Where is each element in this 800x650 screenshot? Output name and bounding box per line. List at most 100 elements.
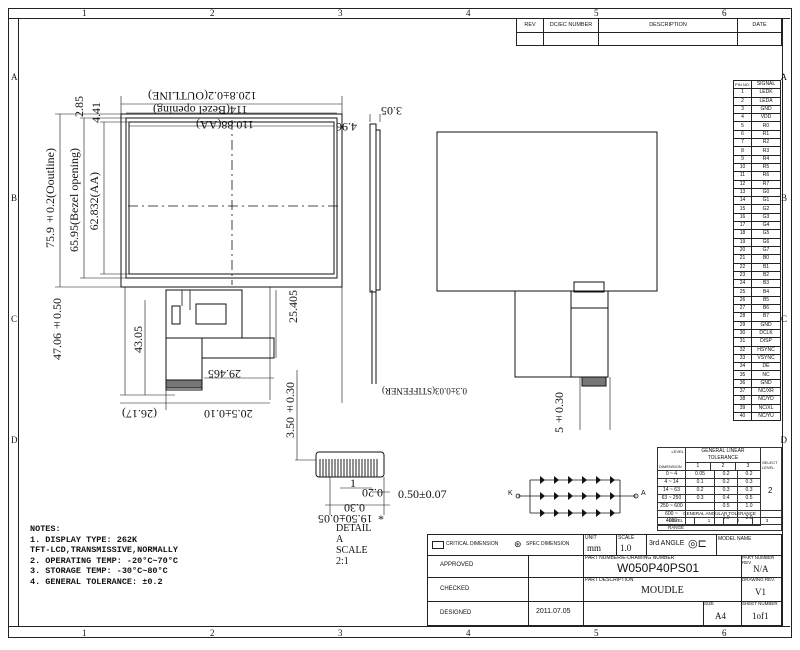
pin-number: 4 — [733, 113, 752, 123]
tolerance-range: 0 ~ 4 — [657, 470, 686, 479]
critical-dimension-icon — [432, 541, 444, 549]
drawing-rev: V1 — [755, 587, 766, 597]
pin-signal: G4 — [751, 221, 781, 231]
tolerance-range: 63 ~ 250 — [657, 494, 686, 503]
pin-number: 27 — [733, 303, 752, 314]
projection-label: 3rd ANGLE — [649, 540, 685, 547]
bottom-left-dim: (26.17) — [122, 407, 157, 421]
model-name-label: MODEL NAME — [718, 536, 752, 542]
pin-signal: R7 — [751, 179, 781, 189]
detail-scale-value: 2:1 — [336, 556, 349, 567]
pin-signal: B1 — [751, 262, 781, 272]
detail-dim-350: 3.50±0.30 — [283, 382, 297, 438]
pin-number: 11 — [733, 171, 752, 181]
detail-dim-1: 1 — [350, 476, 356, 490]
drawing-rev-label: DRAWING REV. — [742, 577, 775, 582]
unit-value: mm — [587, 543, 602, 553]
pin-signal: LEDK — [751, 88, 781, 98]
scale-cell: SCALE 1.0 — [616, 535, 647, 556]
tolerance-value: 0.3 — [737, 486, 761, 495]
scale-label: SCALE — [618, 535, 635, 541]
size-cell: SIZE A4 — [703, 601, 742, 625]
column-number: 3 — [338, 8, 343, 18]
pin-number: 22 — [733, 262, 752, 272]
pin-signal: R5 — [751, 162, 781, 173]
column-number: 6 — [722, 628, 727, 638]
dimension-legend: CRITICAL DIMENSION ⊛ SPEC DIMENSION — [428, 535, 584, 556]
pin-signal: NC/YU — [751, 411, 781, 422]
pin-signal: GND — [751, 378, 781, 389]
detail-scale-label: SCALE — [336, 545, 368, 556]
tolerance-value: 0.3 — [684, 494, 716, 503]
pin-signal: R0 — [751, 121, 781, 131]
select-level-value: 2 — [768, 486, 773, 495]
pin-signal: G0 — [751, 187, 781, 198]
part-number-rev-cell: PART NUMBER REV N/A — [741, 555, 781, 578]
cathode-label: K — [508, 490, 513, 497]
bezel-height-dim: 65.95(Bezel opening) — [67, 148, 81, 252]
part-description-label: PART DESCRIPTION — [585, 577, 634, 583]
critical-dimension-label: CRITICAL DIMENSION — [446, 541, 499, 547]
module-outline — [120, 113, 343, 288]
tolerance-range: 14 ~ 63 — [657, 486, 686, 495]
pin-signal: B6 — [751, 303, 781, 314]
outline-width-dim: 120.8±0.2(OUTLINE) — [148, 89, 257, 103]
top-border-strip — [8, 18, 790, 19]
unit-label: UNIT — [585, 535, 597, 541]
pin-number: 18 — [733, 229, 752, 239]
notes-block: NOTES: 1. DISPLAY TYPE: 262K TFT-LCD,TRA… — [30, 524, 178, 587]
pin-number: 16 — [733, 212, 752, 223]
column-number: 5 — [594, 628, 599, 638]
angular-tolerance: GENERAL ANGULAR TOLERANCE LEVEL 1 2 3 RA… — [657, 511, 782, 531]
side-profile — [369, 123, 377, 293]
pin-number: 19 — [733, 237, 752, 247]
aa-height-dim: 62.832(AA) — [87, 172, 101, 231]
angular-level-1: 1 — [695, 518, 724, 524]
right-border-strip — [782, 18, 783, 626]
pin-number: 31 — [733, 337, 752, 347]
date-column: 2011.07.05 — [528, 555, 584, 625]
pin-number: 1 — [733, 88, 752, 98]
angular-level-3: 3 — [765, 518, 769, 523]
part-description-cell: PART DESCRIPTION MOUDLE — [583, 577, 742, 602]
pin-number: 2 — [733, 96, 752, 106]
pin-signal: G3 — [751, 212, 781, 223]
note-line: 2. OPERATING TEMP: -20°C~70°C — [30, 555, 178, 566]
pin-signal: LEDA — [751, 96, 781, 106]
part-number-label: PART NUMBER/E-DRAWING NUMBER — [585, 555, 675, 561]
pin-signal: GND — [751, 104, 781, 115]
spec-dimension-icon: ⊛ — [514, 539, 522, 549]
outline-height-dim: 75.9±0.2(Ooutline) — [43, 148, 57, 248]
pin-signal: G1 — [751, 196, 781, 206]
size-label: SIZE — [704, 601, 715, 606]
size-value: A4 — [715, 611, 726, 621]
projection-symbol-icon: ◎⊏ — [688, 538, 707, 550]
tolerance-value: 0.2 — [684, 486, 716, 495]
part-number: W050P40PS01 — [617, 561, 700, 575]
aa-width-dim: 110.88(AA) — [196, 118, 254, 132]
tolerance-value: 0.5 — [737, 494, 761, 503]
pin-signal: NC/XR — [751, 386, 781, 397]
back-fpc-dim: 5±0.30 — [552, 392, 566, 433]
spec-dimension-label: SPEC DIMENSION — [526, 541, 570, 547]
tolerance-value: 0.4 — [714, 494, 739, 503]
level-dimension-cell: LEVEL DIMENSION — [657, 447, 686, 471]
pin-signal: R3 — [751, 146, 781, 156]
pin-signal: NC/YD — [751, 395, 781, 405]
pin-number: 17 — [733, 221, 752, 231]
linear-tolerance-title: GENERAL LINEAR TOLERANCE — [685, 448, 760, 463]
